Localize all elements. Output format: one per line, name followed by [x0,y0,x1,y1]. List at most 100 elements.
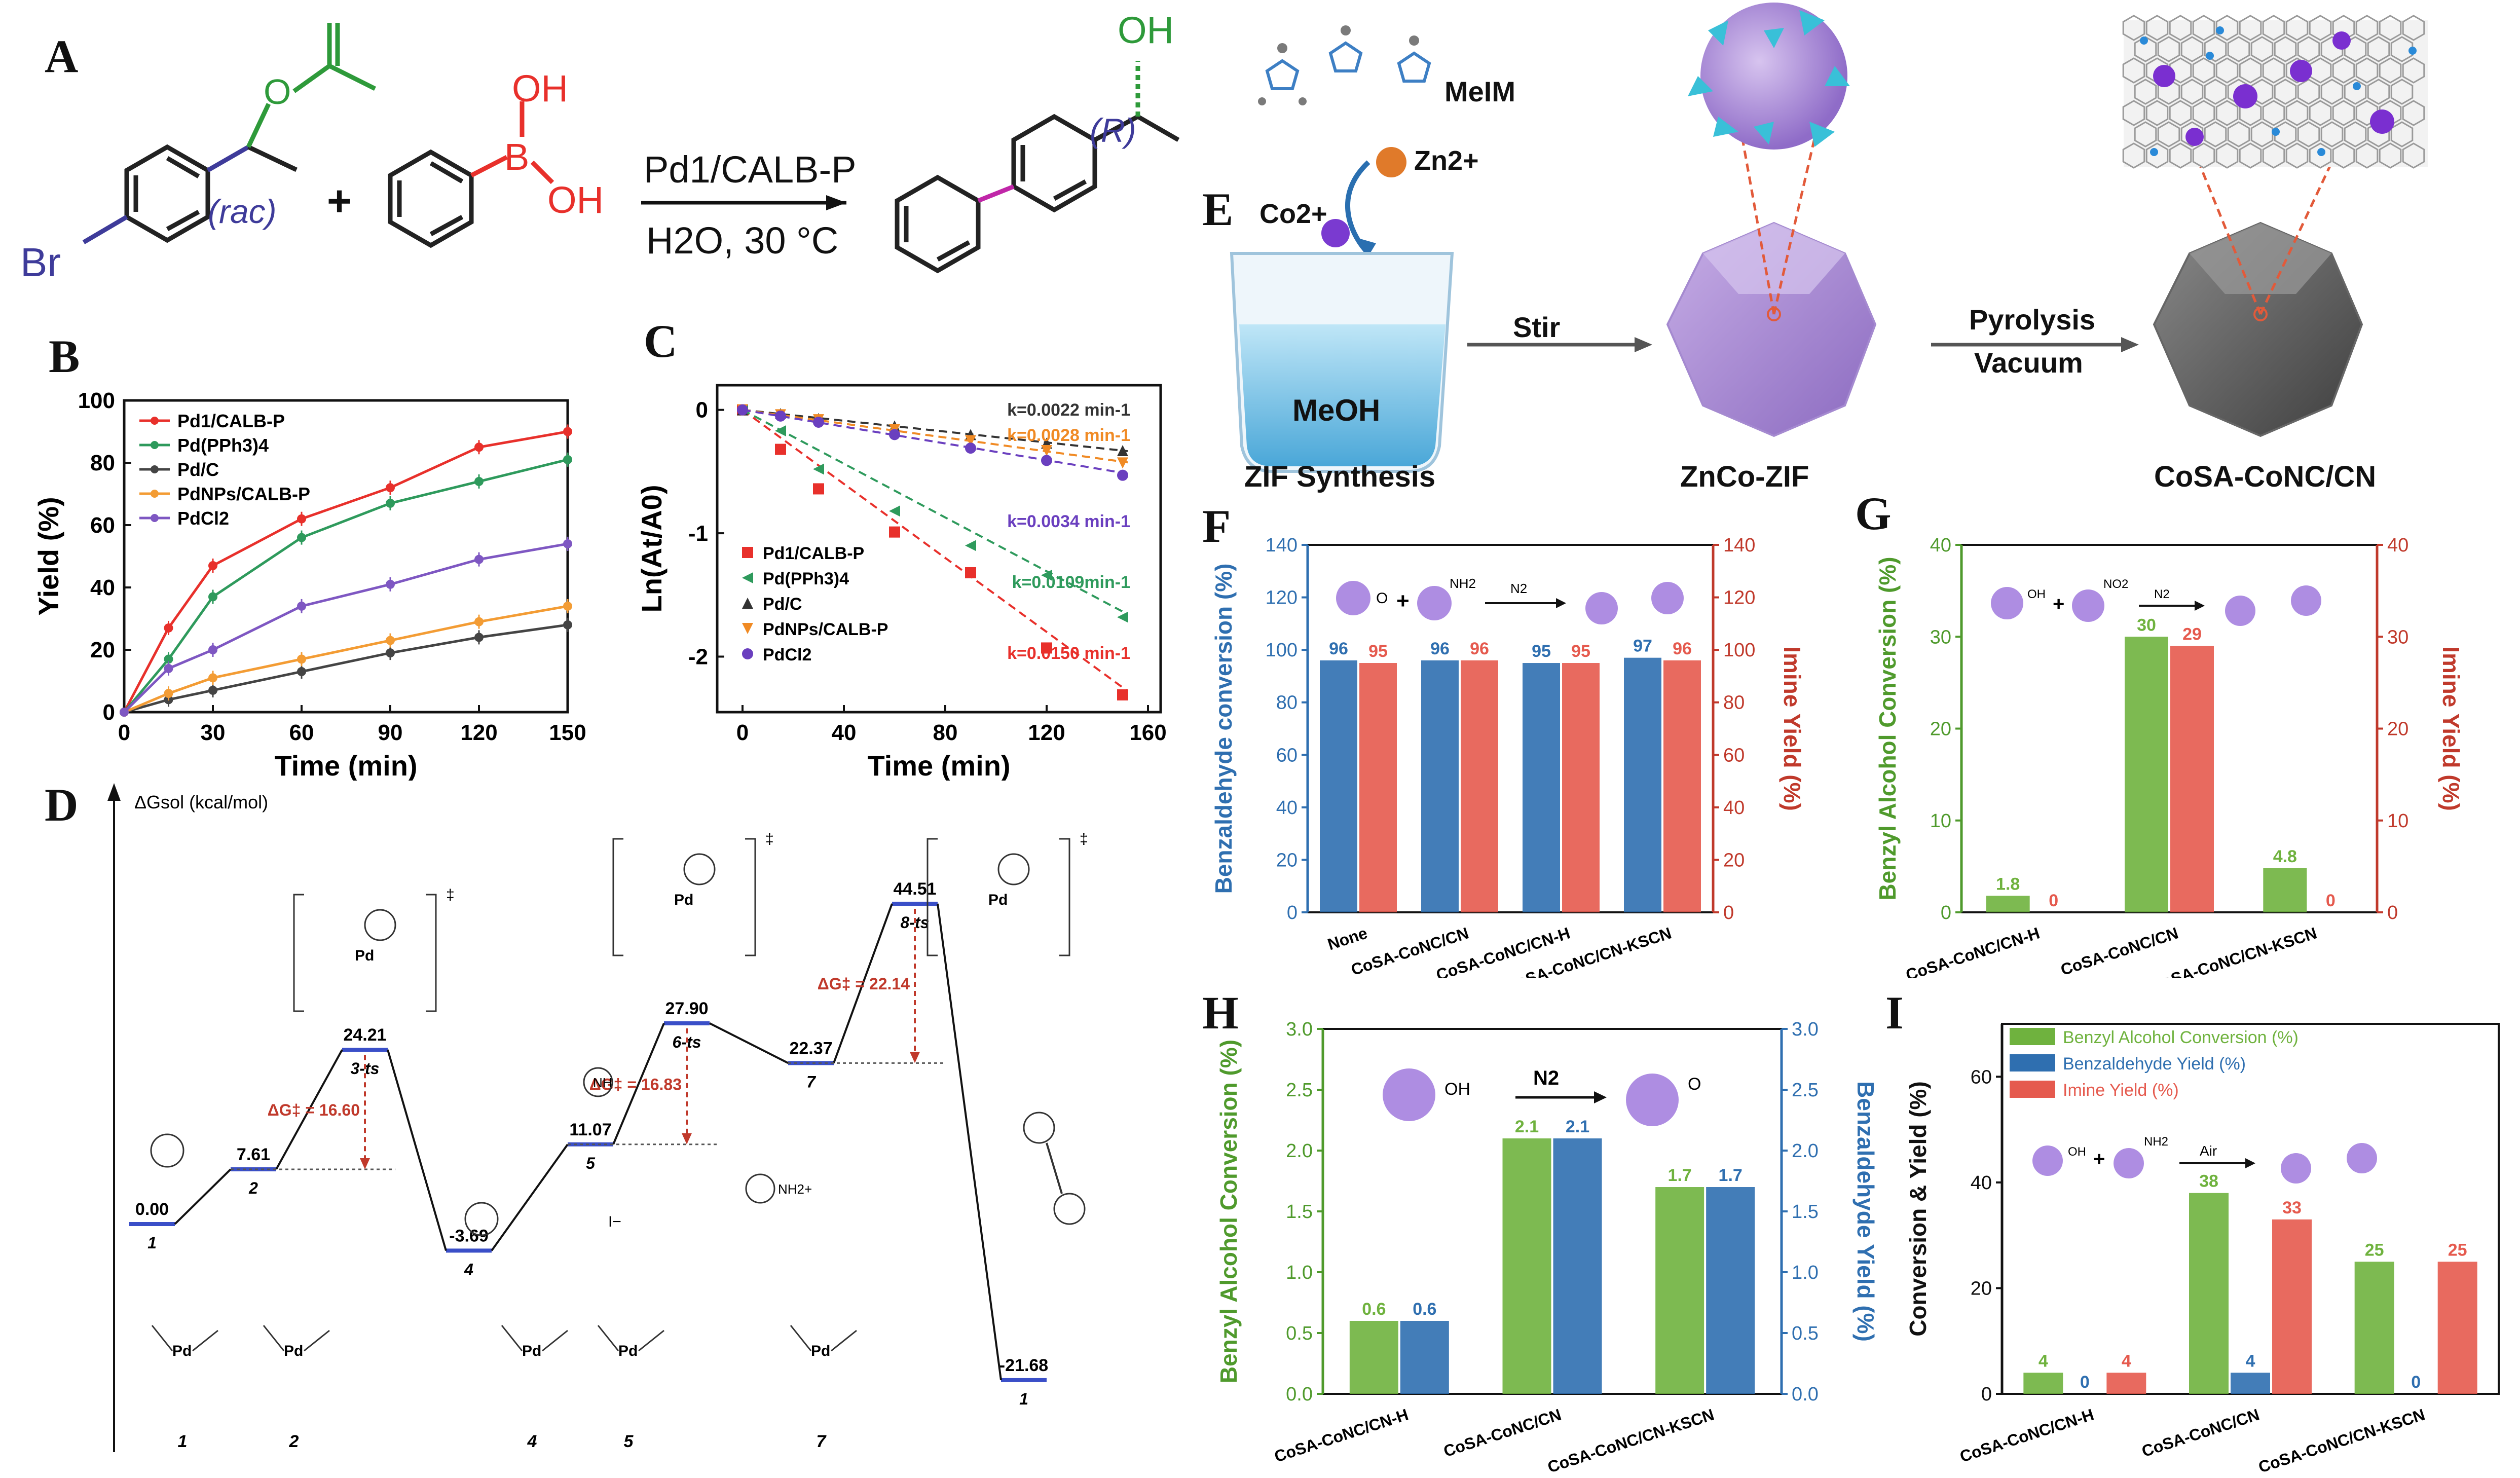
condition-label: N2 [2154,587,2170,601]
graphene-hex [2390,79,2414,105]
y2-tick-label: 20 [2387,719,2408,740]
category-label: CoSA-CoNC/CN-H [1272,1405,1411,1465]
legend-marker [151,490,159,498]
ts-bracket-right [426,894,437,1012]
data-point [563,620,572,630]
legend-label: Pd1/CALB-P [177,411,285,431]
graphene-hex [2134,79,2157,105]
graphene-hex [2215,15,2239,41]
boron-label: B [504,136,529,178]
graphene-hex [2169,57,2192,84]
benzyl-alcohol-ring-icon [1991,587,2023,619]
series-line [124,623,568,714]
data-point [813,417,824,428]
category-label: CoSA-CoNC/CN [2058,923,2180,978]
bar-value-label: 0 [2049,891,2058,910]
bond [151,1325,173,1351]
panel-label-b: B [49,330,80,382]
bar-value-label: 0 [2080,1373,2090,1392]
data-point [1117,689,1128,700]
bar [2106,1373,2146,1394]
structure-label: 4 [527,1432,537,1451]
graphene-hex [2157,36,2180,62]
state-label: 1 [1019,1390,1028,1408]
legend-label: Benzyl Alcohol Conversion (%) [2063,1028,2299,1047]
product-hydroxyl: OH [1118,9,1174,51]
legend-label: PdCl2 [177,508,229,529]
connector [387,1049,447,1251]
amine-label: NH2 [1450,576,1476,591]
energy-value: 24.21 [343,1025,386,1045]
bar-value-label: 4 [2039,1351,2048,1371]
energy-axis-label: ΔGsol (kcal/mol) [134,792,268,812]
bond [263,1325,285,1351]
graphene-hex [2239,57,2262,84]
benzyl-alcohol-ring-icon [2032,1146,2063,1176]
graphene-hex [2145,142,2169,169]
hydroxyl-label-1: OH [512,67,568,109]
data-point [737,404,748,416]
legend-marker [151,441,159,449]
graphene-hex [2402,142,2425,169]
data-point [386,636,395,645]
legend-marker [742,598,753,609]
bar [1400,1321,1449,1394]
graphene-hex [2169,100,2192,126]
beaker-icon [1230,252,1454,473]
bar [1502,1138,1551,1394]
pyrolysis-label: Pyrolysis [1969,304,2095,336]
rate-constant-label: k=0.0109min-1 [1012,573,1130,592]
connector [709,1022,789,1064]
graphene-hex [2134,121,2157,147]
bar [2354,1262,2394,1394]
data-point [208,592,217,602]
data-point [1117,611,1128,623]
bar [1349,1321,1398,1394]
graphene-hex [2157,121,2180,147]
y-tick-label: 30 [1930,626,1951,648]
category-label: CoSA-CoNC/CN [2139,1405,2262,1460]
connector [491,1143,569,1251]
zif-synthesis-label: ZIF Synthesis [1244,460,1435,493]
legend-label: Benzaldehyde Yield (%) [2063,1054,2246,1074]
y-tick-label: 3.0 [1286,1019,1313,1040]
pd-atom-label: Pd [674,892,693,908]
y-tick-label: 0 [1981,1384,1992,1405]
y-axis-label: Conversion & Yield (%) [1905,1081,1931,1337]
data-point [775,444,786,455]
panel-label-e: E [1202,183,1234,235]
graphene-hex [2122,57,2145,84]
hydroxyl-label-2: OH [547,179,604,221]
graphene-hex [2204,36,2227,62]
data-point [889,505,900,517]
bar [2023,1373,2063,1394]
x-axis-label: Time (min) [274,750,417,781]
reaction-arrowhead-icon [2245,1158,2255,1168]
y2-tick-label: 3.0 [1792,1019,1819,1040]
ts-bracket-left [927,838,938,956]
plot-frame [2001,1023,2500,1395]
panel-label-i: I [1885,987,1904,1039]
data-point [1041,445,1052,456]
y-tick-label: 100 [78,388,115,413]
y2-axis-label: Imine Yield (%) [1779,646,1805,811]
connector [937,903,1002,1381]
graphene-hex [2344,121,2367,147]
reaction-arrowhead-icon [1556,598,1566,608]
plus-sign: + [1396,588,1410,613]
rate-constant-label: k=0.0150 min-1 [1007,644,1130,663]
graphene-hex [2367,36,2390,62]
x-tick-label: 120 [1028,720,1065,745]
phenylboronic-ring [388,149,474,248]
data-point [889,526,900,538]
legend-label: PdNPs/CALB-P [763,620,888,639]
graphene-hex [2274,36,2297,62]
ts-bracket-left [293,894,304,1012]
y2-tick-label: 120 [1723,587,1755,609]
data-point [164,663,173,673]
zinc-ion [1376,147,1406,177]
zif-cage-inset [1688,3,1850,150]
graphene-hex [2402,100,2425,126]
